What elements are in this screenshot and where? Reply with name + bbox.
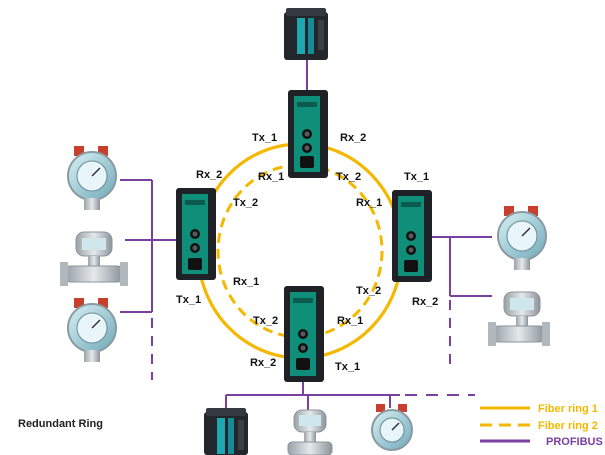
port-label: Rx_2 (412, 296, 438, 308)
pressure-transmitter-icon (67, 298, 117, 362)
legend-profibus-label: PROFIBUS (546, 436, 603, 448)
port-label: Rx_1 (258, 171, 284, 183)
pressure-transmitter-icon (497, 206, 547, 270)
media-converter-icon (284, 286, 324, 382)
port-label: Rx_2 (250, 357, 276, 369)
port-labels: Tx_1 Rx_2 Rx_1 Tx_2 Rx_2 Tx_2 Rx_1 Tx_1 … (176, 132, 438, 373)
port-label: Rx_2 (340, 132, 366, 144)
flow-meter-icon (60, 231, 128, 286)
media-converter-icon (392, 190, 432, 282)
pressure-transmitter-icon (67, 146, 117, 210)
media-converter-icon (288, 90, 328, 178)
flow-meter-icon (287, 409, 333, 455)
legend-fiber-ring-2-label: Fiber ring 2 (538, 420, 598, 432)
port-label: Tx_1 (404, 171, 429, 183)
port-label: Rx_1 (356, 197, 382, 209)
plc-icon (204, 408, 248, 455)
diagram-title: Redundant Ring (18, 418, 103, 430)
port-label: Tx_2 (253, 315, 278, 327)
port-label: Rx_1 (337, 315, 363, 327)
pressure-transmitter-icon (371, 404, 413, 451)
port-label: Tx_1 (335, 361, 360, 373)
legend: Fiber ring 1 Fiber ring 2 PROFIBUS (480, 403, 603, 448)
port-label: Tx_2 (336, 171, 361, 183)
port-label: Rx_2 (196, 169, 222, 181)
media-converter-icon (176, 188, 216, 280)
flow-meter-icon (488, 291, 550, 346)
profibus-lines (120, 60, 492, 410)
port-label: Tx_1 (252, 132, 277, 144)
plc-icon (284, 8, 328, 60)
legend-fiber-ring-1-label: Fiber ring 1 (538, 403, 598, 415)
port-label: Rx_1 (233, 276, 259, 288)
port-label: Tx_2 (233, 197, 258, 209)
port-label: Tx_2 (356, 285, 381, 297)
port-label: Tx_1 (176, 294, 201, 306)
